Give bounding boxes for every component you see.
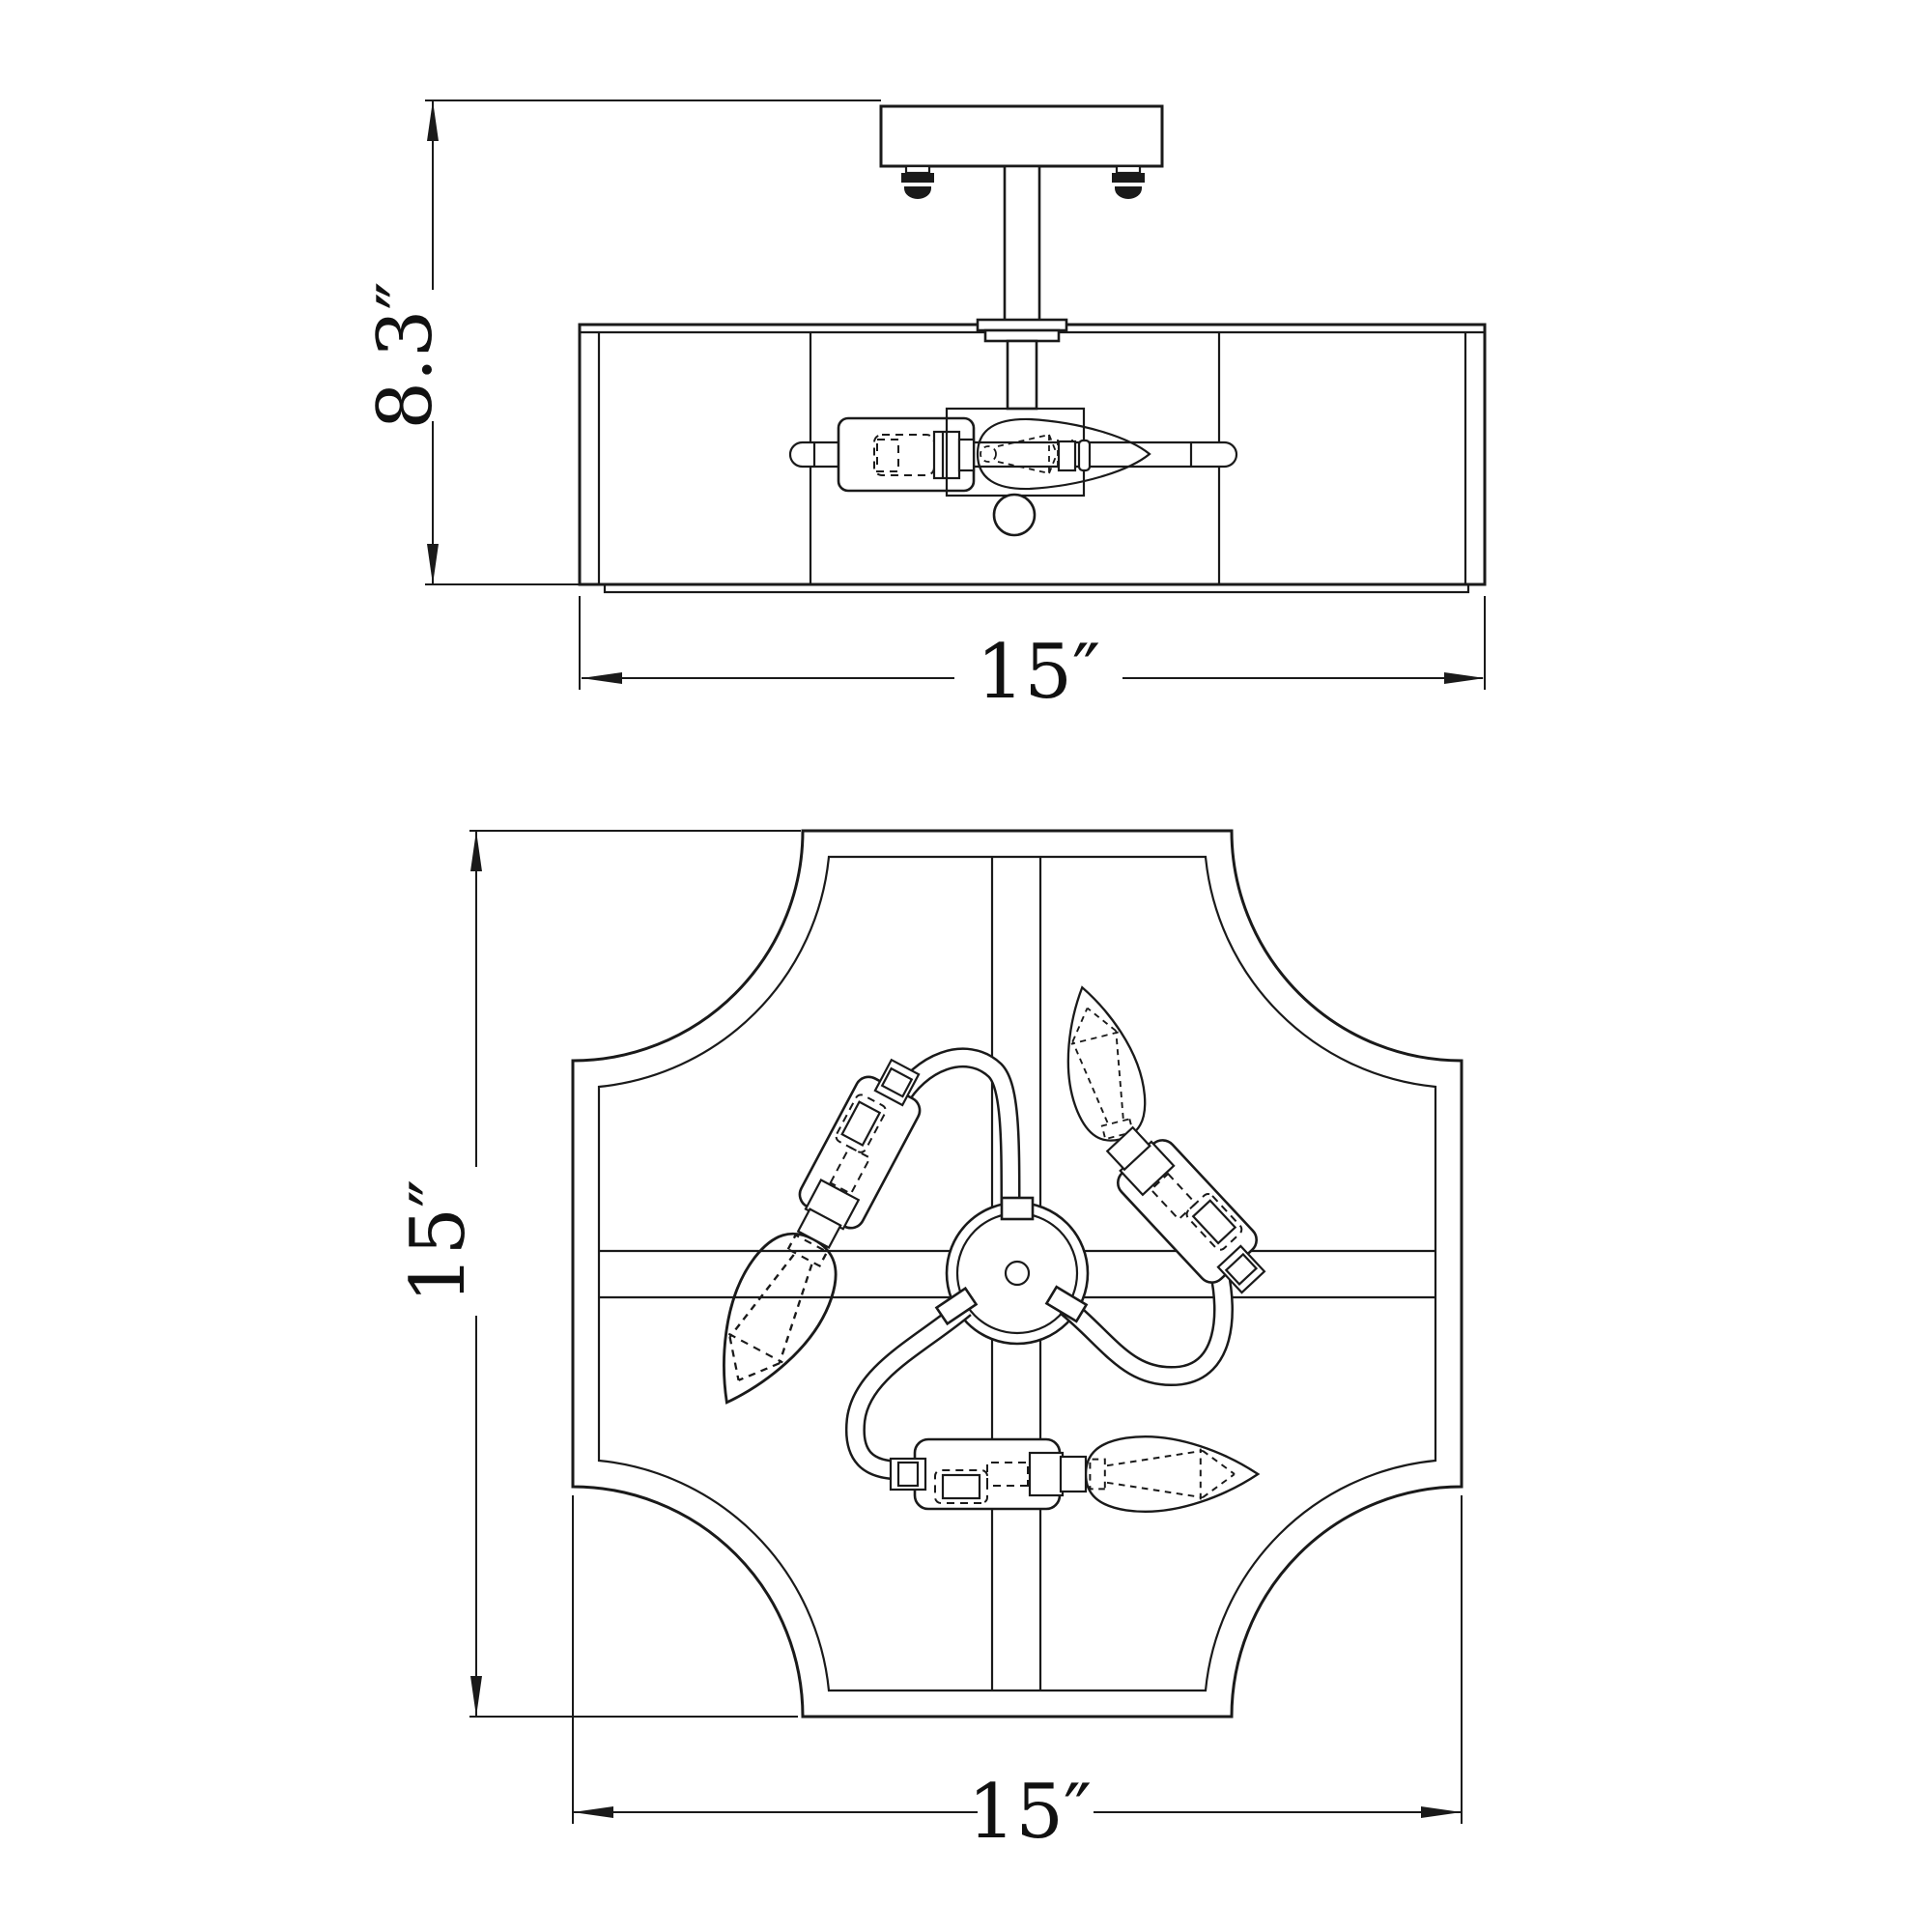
plan-outline [571,829,1463,1719]
arm-ferrule [889,1457,927,1492]
ball-finial [992,493,1037,537]
plan-height-label: 15″ [395,1179,482,1303]
mounting-stem [1003,164,1041,327]
center-hub [945,1201,1090,1346]
shade-bottom-rim [603,582,1470,594]
bulb-assembly-side [788,407,1238,537]
socket-upper-right [1066,985,1266,1294]
arm-ferrule [1216,1244,1266,1294]
canopy-finial-right [1112,164,1145,199]
stem-collar-flange [976,318,1068,411]
arm-ferrule [873,1058,921,1107]
bottom-plan-view: 15″ 15″ [395,829,1463,1856]
side-elevation-view: 8.3″ 15″ [362,99,1487,716]
candle-bulb-upper-right [1066,985,1147,1142]
hub-center-hole [1004,1260,1031,1287]
side-width-label: 15″ [977,629,1100,716]
candle-bulb-bottom [1084,1435,1261,1513]
dimension-plan-width: 15″ [572,1495,1463,1856]
dimension-side-width: 15″ [579,596,1486,716]
hub-arms [844,1047,1234,1481]
candle-bulb-upper-left [723,1232,838,1405]
hub-collar-top [1000,1196,1035,1221]
dimension-side-height: 8.3″ [362,99,881,585]
plan-width-label: 15″ [968,1769,1092,1856]
hub-tab-lower-right [1044,1285,1089,1323]
hub-tab-lower-left [934,1286,979,1326]
drum-shade [578,323,1487,594]
socket-bottom [889,1435,1261,1513]
candle-bulb-side [976,417,1151,491]
canopy-finial-left [901,164,934,199]
dimension-plan-height: 15″ [395,830,801,1718]
bulb-filament-side [980,434,1073,474]
socket-upper-left [723,1058,922,1405]
side-height-label: 8.3″ [362,281,449,429]
